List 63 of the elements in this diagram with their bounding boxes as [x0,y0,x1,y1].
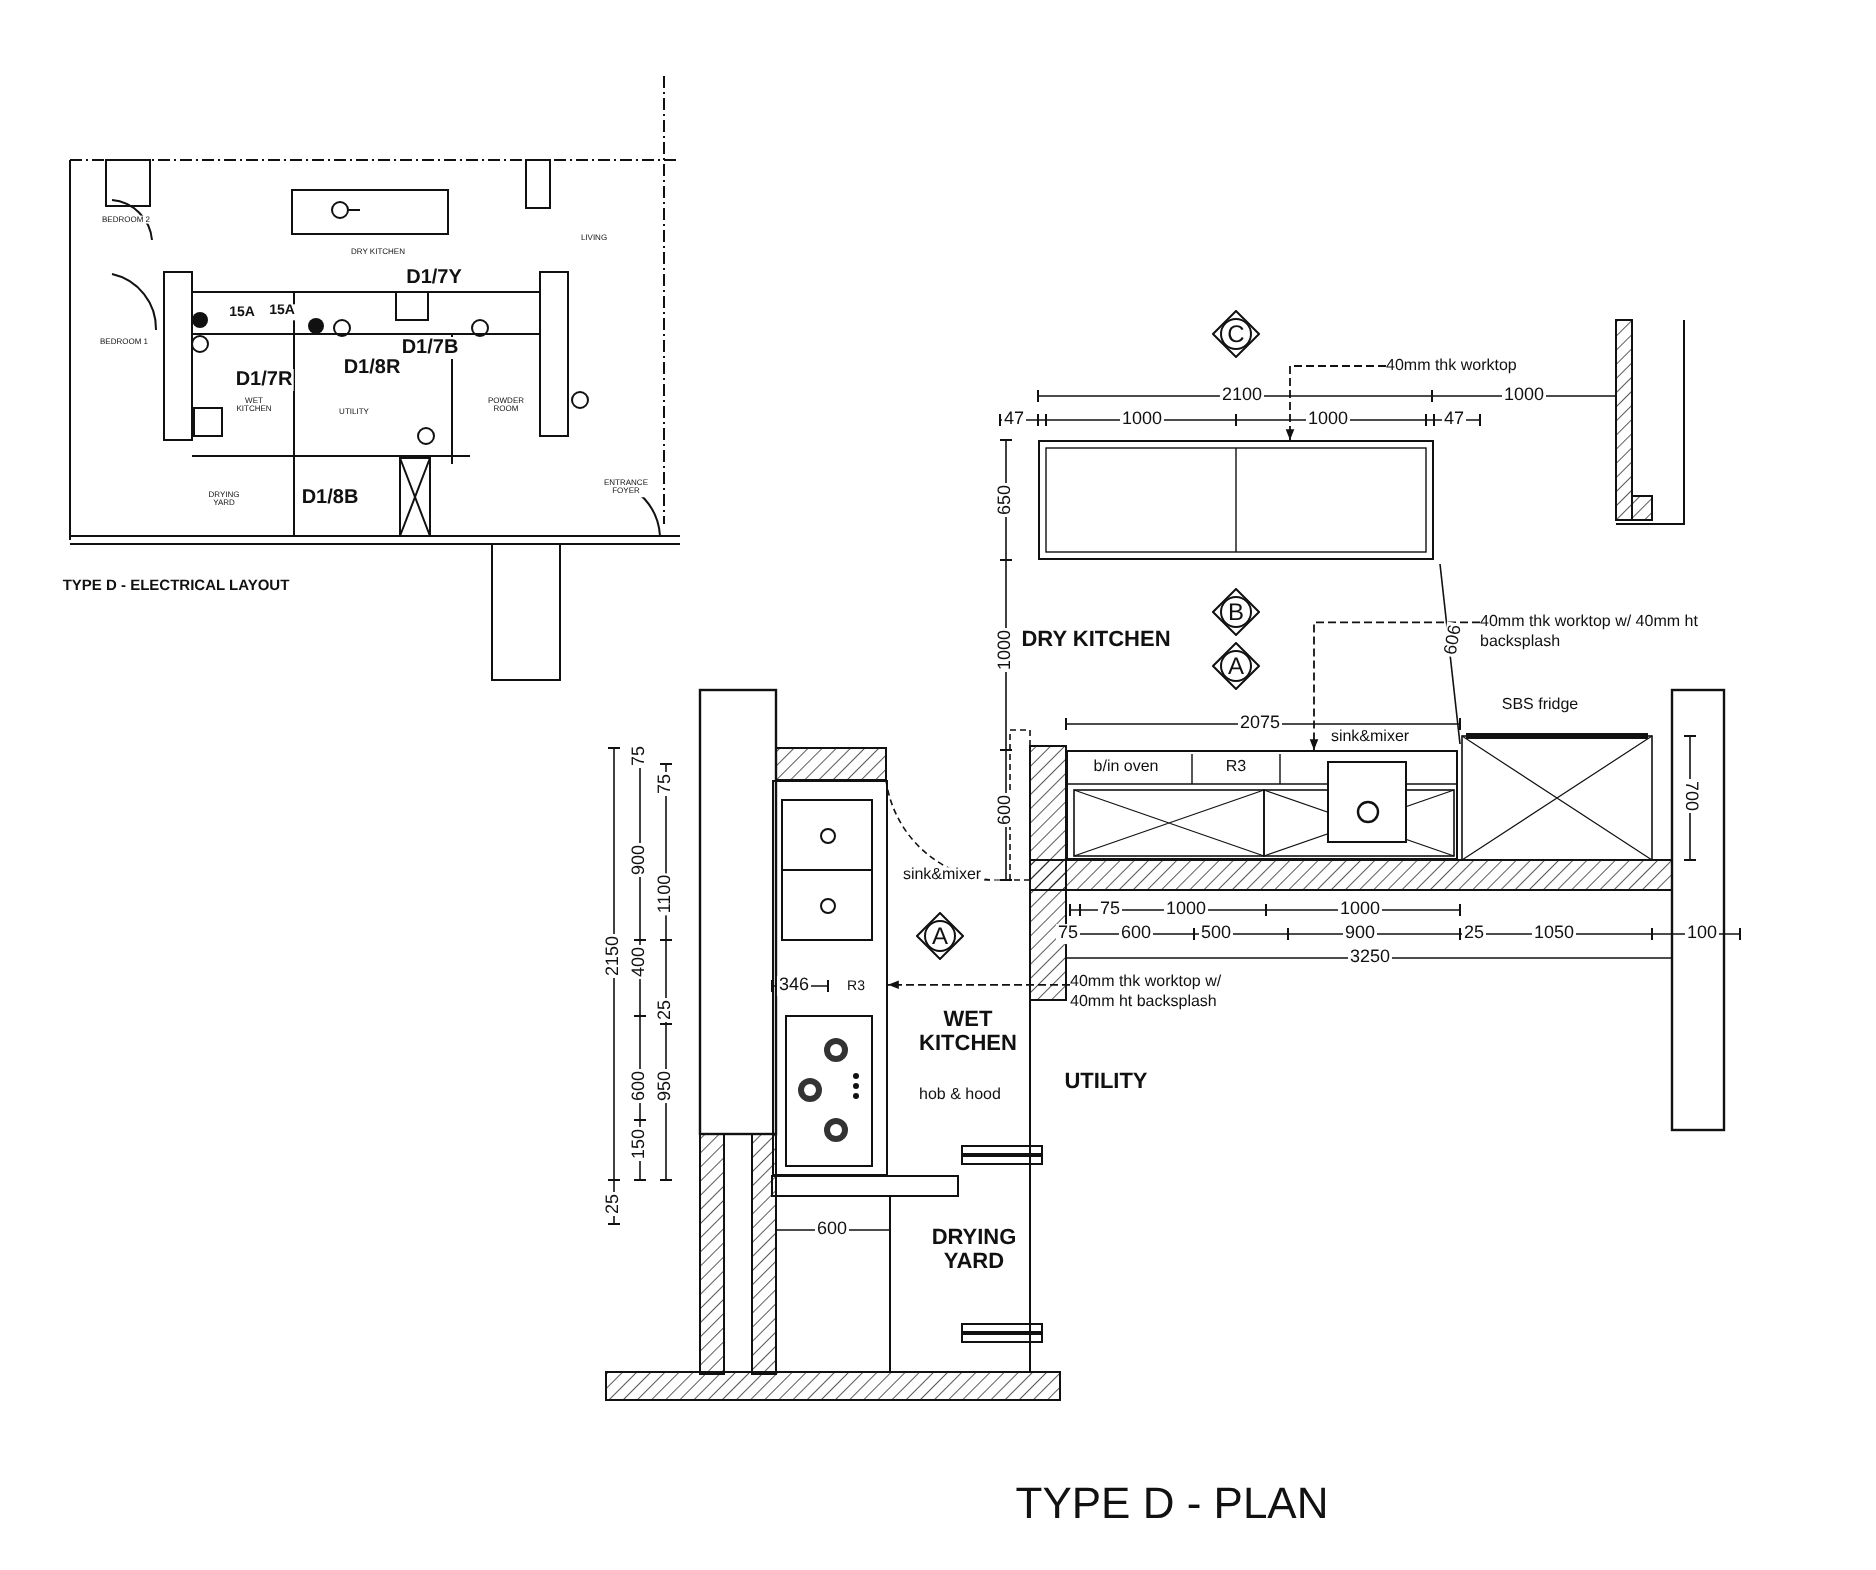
room-label: WET KITCHEN [917,1007,1019,1057]
fixture-label: R3 [1223,759,1249,777]
dimension-value: 1000 [996,627,1016,673]
room-label: UTILITY [1062,1069,1150,1095]
dimension-value: 900 [1342,924,1378,944]
dimension-value: 3250 [1347,948,1393,968]
circuit-label: D1/7R [233,369,295,391]
circuit-label: D1/8R [341,357,403,379]
dimension-value: 600 [996,792,1016,828]
dimension-value: 400 [630,944,650,980]
dimension-value: 75 [656,772,676,796]
island-worktop [1038,440,1434,560]
dimension-value: 25 [656,998,676,1022]
leader-line [1309,621,1481,751]
circuit-label: D1/8B [299,487,361,509]
dimension-value: 700 [1680,778,1700,814]
dimension-value: 100 [1684,924,1720,944]
dimension-value: 1100 [656,872,676,916]
plan-title: TYPE D - PLAN [1015,1478,1329,1530]
circuit-label: D1/7B [399,337,461,359]
dimension-value: 606 [1441,621,1467,659]
leader-line [887,980,1071,990]
dimension-value: 75 [1056,924,1080,944]
dimension-value: 600 [630,1068,650,1104]
room-label: DRYING YARD [929,1225,1019,1275]
room-label: DRY KITCHEN [1019,627,1173,653]
kitchen-counter [1066,750,1458,860]
section-marker: A [1212,642,1260,690]
note-text: 40mm thk worktop w/ 40mm ht backsplash [1480,608,1700,656]
dimension-value: 1000 [1305,410,1351,430]
fixture-label: sink&mixer [900,867,984,885]
dimension-value: 500 [1198,924,1234,944]
dimension-value: 47 [1002,410,1026,430]
leader-line [1285,365,1387,441]
dimension-value: 1000 [1501,386,1547,406]
dimension-value: 600 [1118,924,1154,944]
dimension-value: 1050 [1531,924,1577,944]
dimension-value: 900 [630,842,650,878]
dimension-value: 2150 [604,933,624,979]
dimension-value: 25 [1462,924,1486,944]
dimension-value: 150 [630,1126,650,1162]
dimension-value: 1000 [1337,900,1383,920]
dimension-value: 2100 [1219,386,1265,406]
dimension-value: 650 [996,482,1016,518]
section-marker: B [1212,588,1260,636]
circuit-label: D1/7Y [404,267,464,289]
dimension-value: 1000 [1119,410,1165,430]
dimension-value: 346 [776,976,812,996]
wet-kitchen-counter [772,780,888,1176]
fixture-label: hob & hood [917,1087,1003,1105]
dimension-value: 25 [604,1192,624,1216]
dimension-value: 600 [814,1220,850,1240]
dimension-value: 47 [1442,410,1466,430]
fixture-label: sink&mixer [1328,729,1412,747]
dimension-value: 2075 [1237,714,1283,734]
section-marker: A [916,912,964,960]
fixture-label: b/in oven [1091,759,1161,777]
dimension-value: 950 [656,1068,676,1104]
dimension-value: 75 [630,744,650,768]
fixture-label: SBS fridge [1499,697,1581,715]
dimension-value: 75 [1098,900,1122,920]
dimension-value: 1000 [1163,900,1209,920]
section-marker: C [1212,310,1260,358]
